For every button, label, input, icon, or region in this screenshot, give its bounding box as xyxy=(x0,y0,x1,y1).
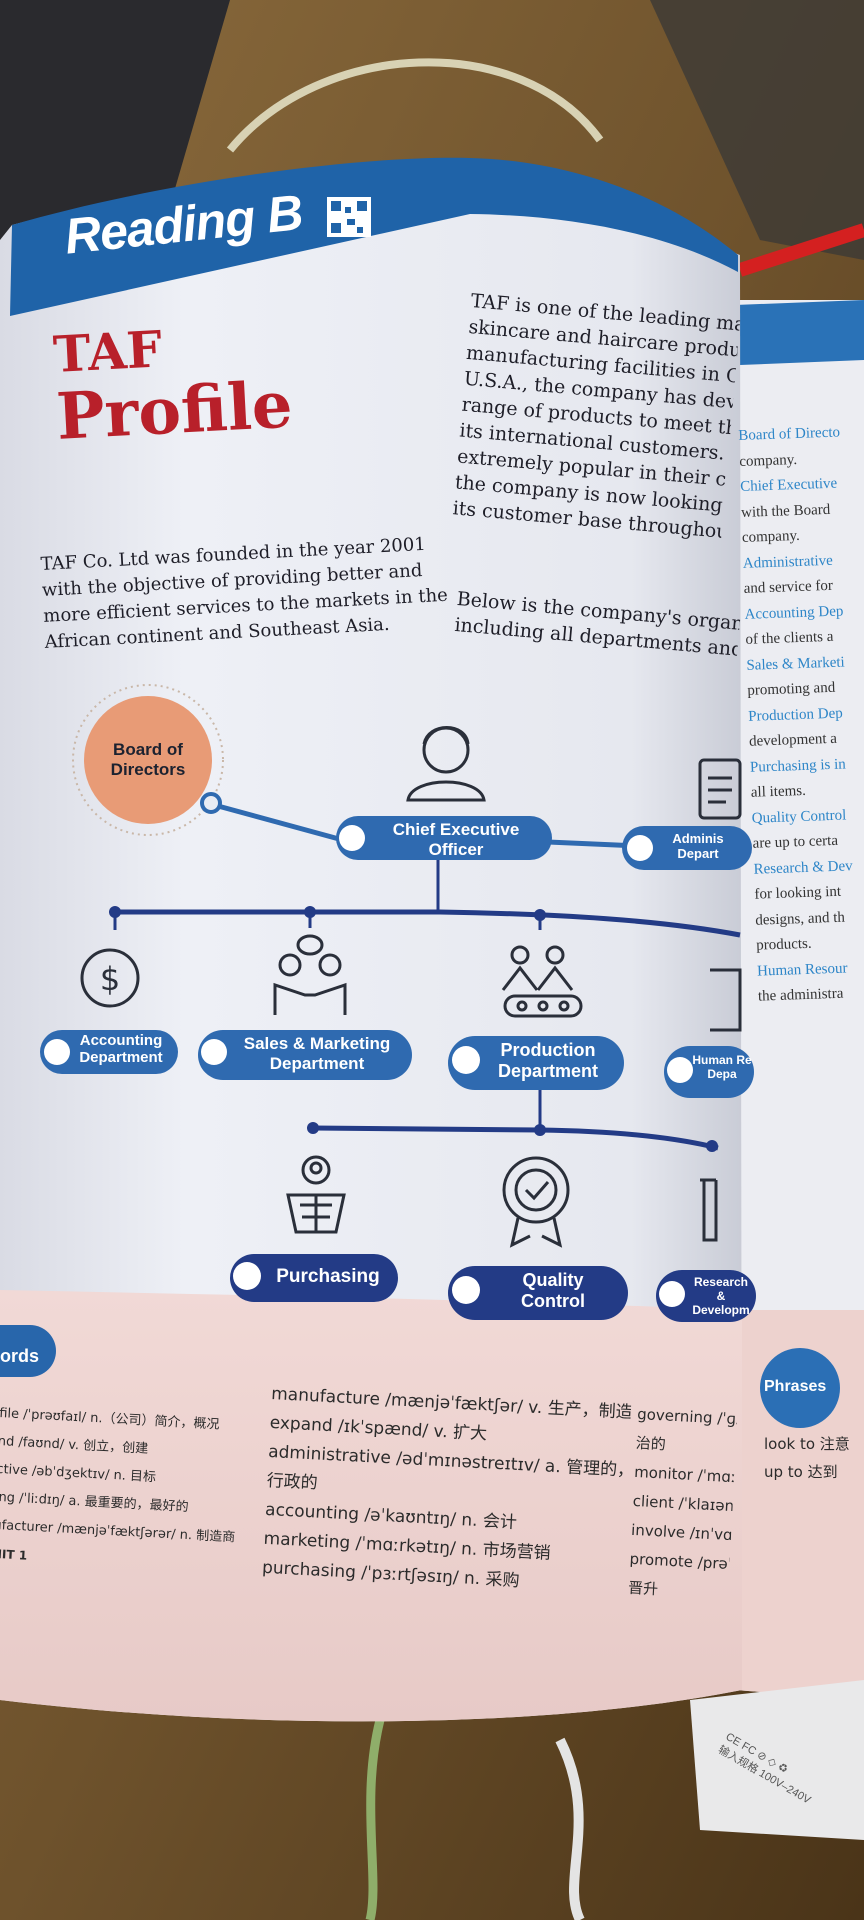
bus-node-prod xyxy=(534,909,546,921)
side-line: Quality Control xyxy=(751,806,847,827)
sub-bus-line xyxy=(312,1125,719,1151)
basket-icon xyxy=(286,1155,346,1234)
page-title: TAF Profile xyxy=(52,318,295,455)
side-line: products. xyxy=(755,935,812,954)
sub-node-quality xyxy=(534,1124,546,1136)
ceo-pill-dot xyxy=(339,825,365,851)
charger xyxy=(690,1680,864,1840)
quality-pill-dot xyxy=(452,1276,480,1304)
side-line: Research & Dev xyxy=(753,857,853,878)
ceo-pill xyxy=(336,816,552,860)
purchasing-label: Purchasing xyxy=(276,1266,380,1287)
quality-pill xyxy=(448,1266,628,1320)
vocab-col-3: governing /ˈɡʌv 治的 monitor /ˈmɑːn client… xyxy=(627,1400,738,1608)
bus-node-sales xyxy=(304,906,316,918)
red-cable xyxy=(737,223,864,277)
side-line: designs, and th xyxy=(755,909,846,929)
white-cable-bottom xyxy=(555,1737,585,1920)
production-pill xyxy=(448,1036,624,1090)
side-line: Human Resour xyxy=(756,960,848,980)
desk-dark-corner xyxy=(650,0,864,260)
board-circle xyxy=(84,696,212,824)
dollar-icon: $ xyxy=(80,948,140,1008)
vocab-col-2: manufacture /mænjəˈfæktʃər/ v. 生产，制造 exp… xyxy=(261,1380,632,1602)
accounting-pill xyxy=(40,1030,178,1074)
flask-icon xyxy=(700,1178,718,1242)
side-line: all items. xyxy=(750,782,807,801)
document-icon xyxy=(698,758,742,820)
title-line-2: Profile xyxy=(54,367,295,455)
phrase-entry: look to 注意 xyxy=(764,1435,850,1453)
desk-shadow xyxy=(0,0,230,280)
doc-icon-right xyxy=(710,968,742,1032)
phrases-badge xyxy=(760,1348,840,1428)
vocab-panel xyxy=(0,1290,742,1722)
team-icon xyxy=(501,945,583,1018)
intro-paragraph: TAF Co. Ltd was founded in the year 2001… xyxy=(40,531,450,656)
board-halo xyxy=(72,684,224,836)
vocab-entry: 晋升 xyxy=(627,1578,659,1599)
sales-pill-dot xyxy=(201,1039,227,1065)
side-line: development a xyxy=(748,730,838,750)
right-page-banner xyxy=(735,300,864,365)
phrases-label: Phrases xyxy=(764,1378,827,1395)
purchasing-pill xyxy=(230,1254,398,1302)
purchasing-pill-dot xyxy=(233,1262,261,1290)
side-line: are up to certa xyxy=(752,832,839,852)
board-to-ceo-line xyxy=(217,803,351,845)
green-cable xyxy=(365,1718,385,1920)
accounting-pill-dot xyxy=(44,1039,70,1065)
production-pill-dot xyxy=(452,1046,480,1074)
side-line: Purchasing is in xyxy=(749,755,847,776)
board-connector-dot xyxy=(200,792,222,814)
phrase-entry: up to 达到 xyxy=(764,1463,838,1481)
person-icon xyxy=(406,726,486,802)
words-tab xyxy=(0,1325,56,1377)
white-cable xyxy=(226,58,604,153)
svg-text:$: $ xyxy=(100,960,120,998)
side-line: promoting and xyxy=(747,679,836,699)
admin-pill xyxy=(622,826,752,870)
phrases-list: look to 注意 up to 达到 xyxy=(764,1430,864,1486)
sub-node-purch xyxy=(307,1122,319,1134)
side-page-text: Board of Directo company. Chief Executiv… xyxy=(738,420,864,1011)
side-line: Production Dep xyxy=(747,705,844,725)
research-label: Research &Developm xyxy=(692,1276,750,1317)
bus-node-left xyxy=(109,906,121,918)
qr-code-icon xyxy=(327,197,371,237)
right-column-text: TAF is one of the leading manu skincare … xyxy=(452,288,741,545)
side-line: the administra xyxy=(757,985,844,1005)
research-pill-dot xyxy=(659,1281,685,1307)
human-pill-dot xyxy=(667,1057,693,1083)
vocab-col-1: file /ˈprəʊfaɪl/ n.（公司）简介，概况 nd /faʊnd/ … xyxy=(0,1400,270,1582)
sub-node-research xyxy=(706,1140,718,1152)
sales-pill xyxy=(198,1030,412,1080)
words-header: ords xyxy=(0,1346,40,1366)
handshake-icon xyxy=(273,934,347,1015)
research-pill xyxy=(656,1270,756,1322)
admin-pill-dot xyxy=(627,835,653,861)
reading-banner xyxy=(10,157,738,316)
quality-badge-icon xyxy=(502,1156,570,1248)
side-line: for looking int xyxy=(754,883,842,903)
department-bus-line xyxy=(115,909,741,938)
